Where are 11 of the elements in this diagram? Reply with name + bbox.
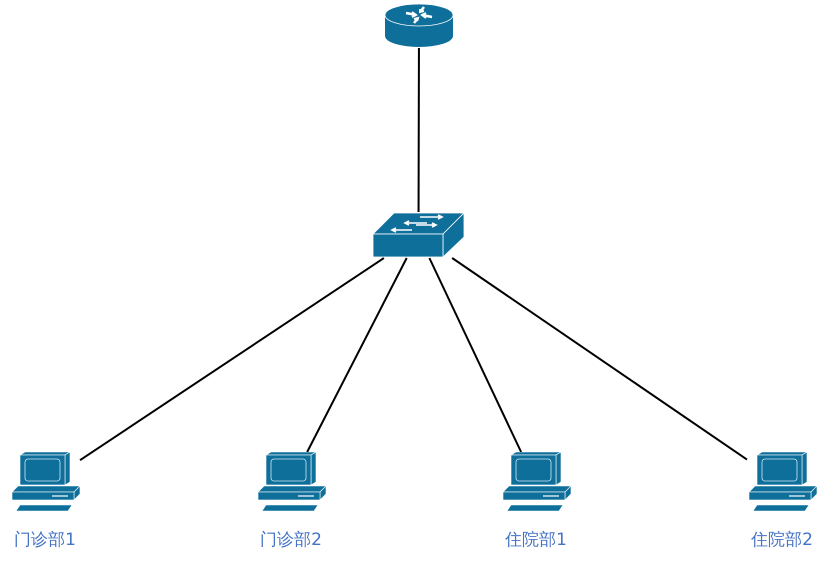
switch-icon xyxy=(372,212,465,258)
connector-line xyxy=(418,48,420,212)
connector-line xyxy=(306,258,408,452)
computer-label: 门诊部1 xyxy=(13,529,77,551)
computer-label: 住院部1 xyxy=(504,529,568,551)
router-icon xyxy=(384,3,454,48)
computer-label: 住院部2 xyxy=(750,529,814,551)
connector-line xyxy=(452,257,748,460)
computer-label: 门诊部2 xyxy=(259,529,323,551)
connector-line xyxy=(79,257,384,462)
connector-line xyxy=(428,258,522,452)
